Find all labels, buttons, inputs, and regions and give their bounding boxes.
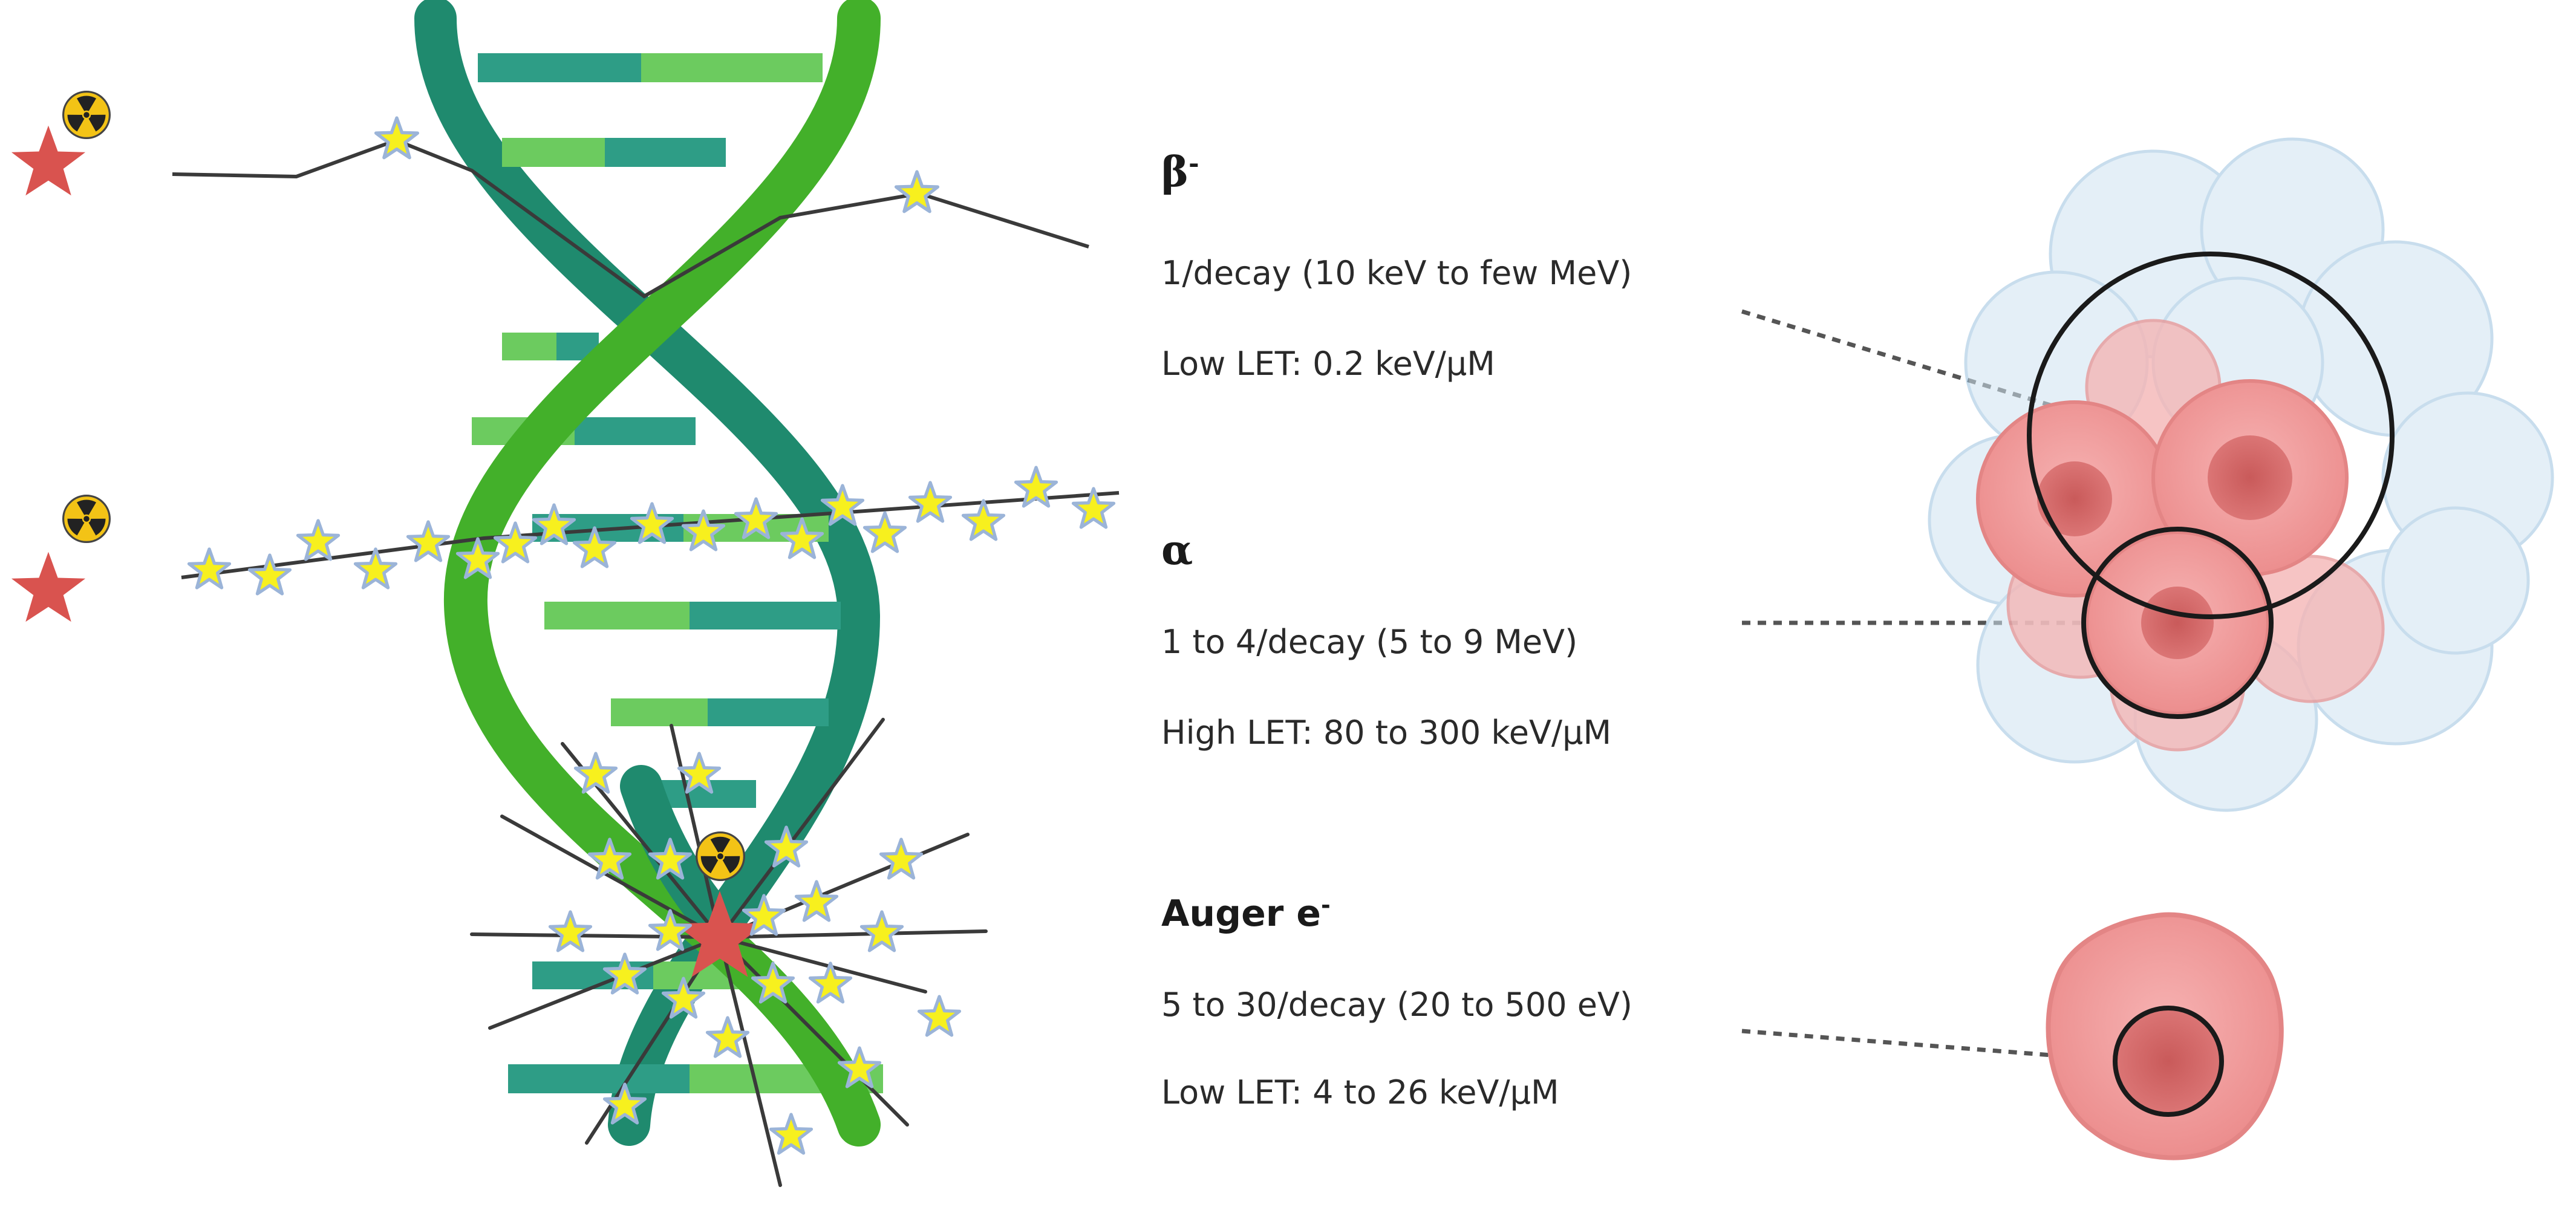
auger-range-connector: [1741, 1029, 2130, 1064]
beta-range-circle: [2027, 252, 2395, 619]
single-cancer-cell: [2046, 912, 2284, 1160]
auger-particle-title: Auger e-: [1161, 892, 1331, 935]
beta-yield: 1/decay (10 keV to few MeV): [1161, 254, 1632, 292]
auger-nucleus: [2113, 1006, 2224, 1117]
alpha-track: [11, 467, 1120, 622]
radiation-trefoil-icon: [62, 91, 111, 139]
alpha-let: High LET: 80 to 300 keV/μM: [1161, 714, 1612, 752]
carrier-star-icon: [11, 125, 86, 196]
alpha-ionization-stars: [189, 467, 1114, 594]
alpha-particle-title: α: [1161, 526, 1193, 574]
dna-base-pairs: [472, 53, 883, 1093]
auger-let: Low LET: 4 to 26 keV/μM: [1161, 1073, 1559, 1111]
auger-burst: [470, 718, 988, 1187]
radiation-trefoil-icon: [62, 495, 111, 543]
tumor-cell-cluster: [1928, 137, 2554, 812]
beta-particle-title: β-: [1161, 148, 1199, 197]
ionization-star-icon: [896, 172, 938, 212]
radiation-trefoil-icon: [696, 831, 745, 881]
beta-track: [11, 91, 1089, 299]
dna-helix: [414, 0, 883, 1147]
auger-yield: 5 to 30/decay (20 to 500 eV): [1161, 986, 1632, 1024]
carrier-star-icon: [11, 551, 86, 622]
alpha-yield: 1 to 4/decay (5 to 9 MeV): [1161, 623, 1578, 661]
alpha-range-circle: [2081, 527, 2274, 719]
cancer-cell: [2151, 379, 2349, 576]
ionization-star-icon: [376, 118, 418, 158]
beta-let: Low LET: 0.2 keV/μM: [1161, 345, 1495, 383]
cancer-cell: [2085, 530, 2270, 715]
